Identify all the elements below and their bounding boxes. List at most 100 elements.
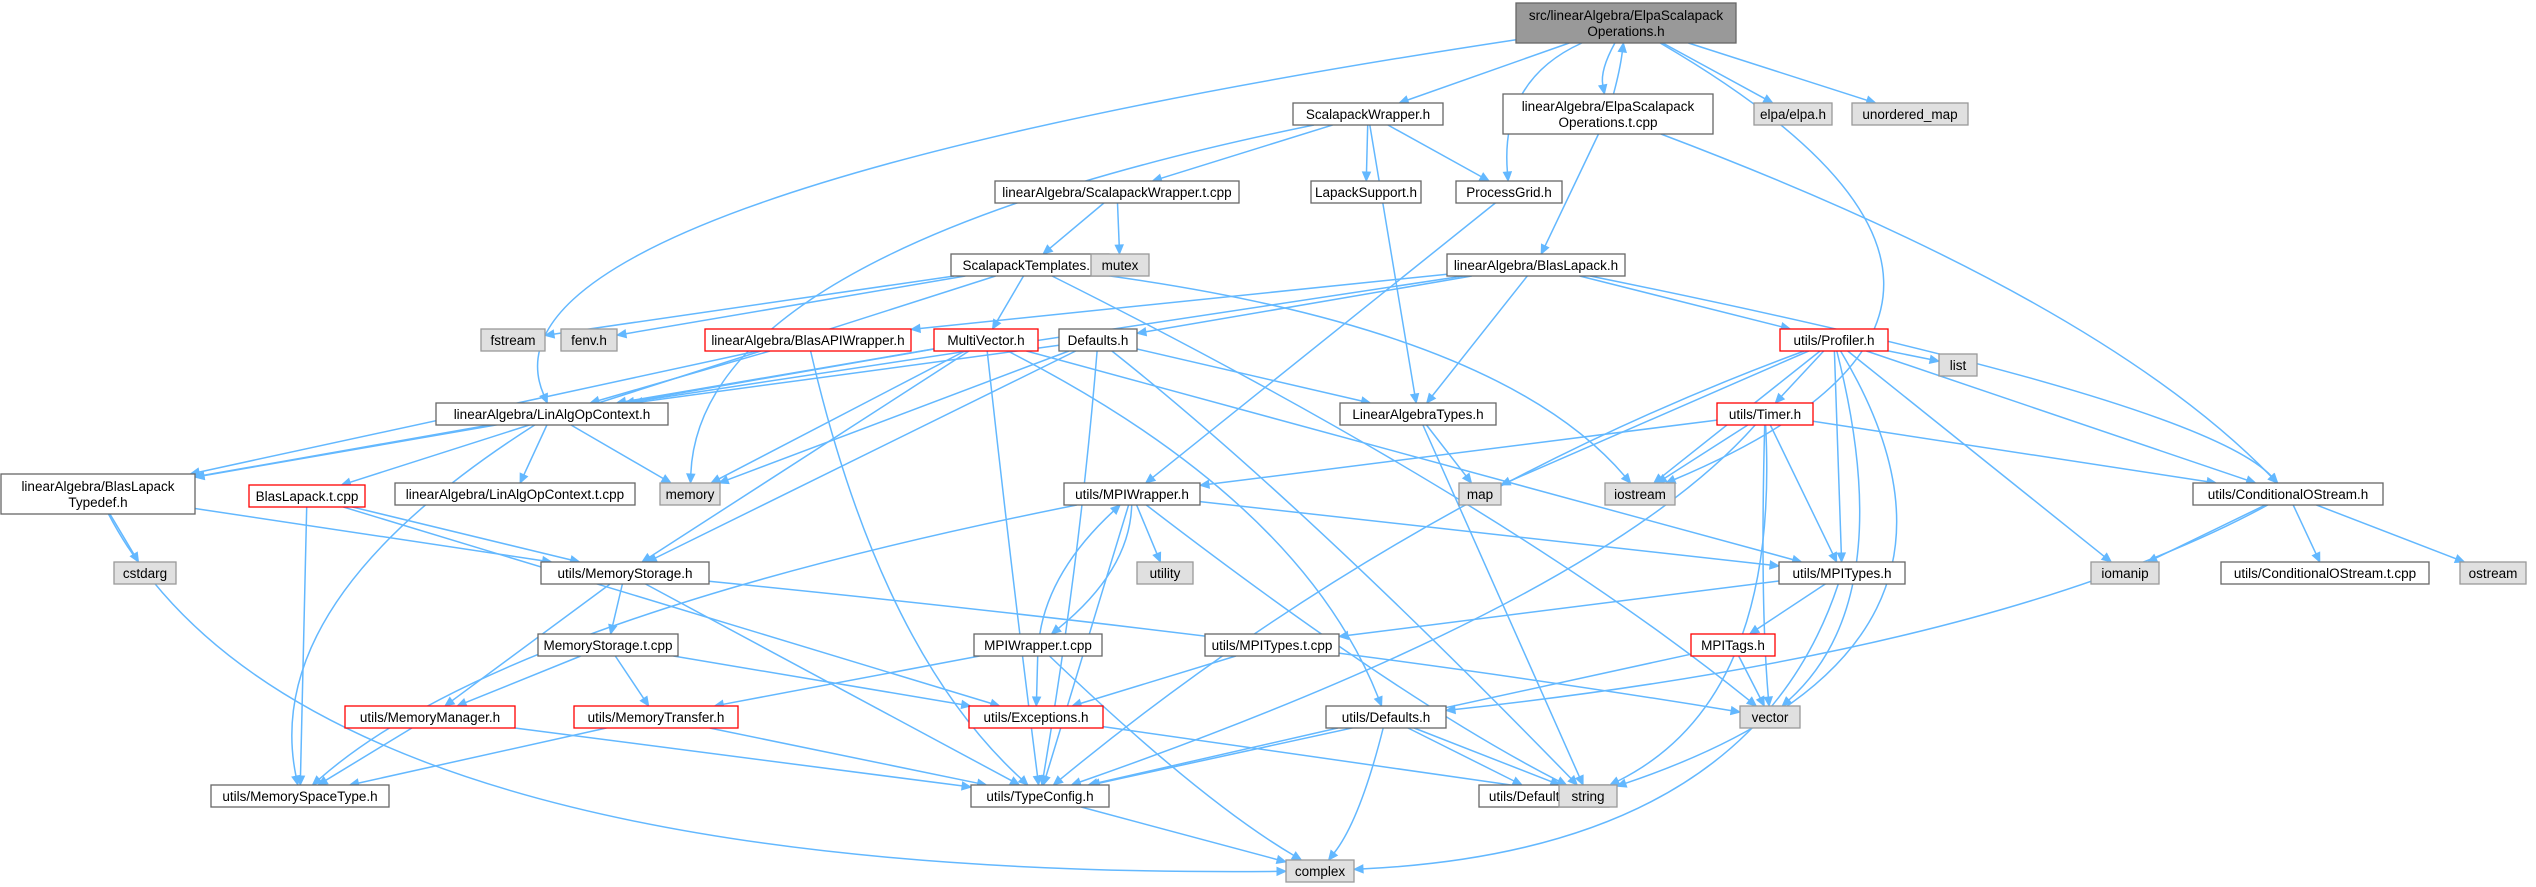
node-cond_ostream_h[interactable]: utils/ConditionalOStream.h (2192, 482, 2384, 506)
edge-line (1407, 42, 1570, 101)
node-utils_defaults_h[interactable]: utils/Defaults.h (1325, 705, 1447, 729)
edge-scalapack_wrapper_tcpp-to-mutex (1114, 202, 1124, 256)
edge-blaslapack_h-to-defaults_h (1135, 275, 1472, 337)
node-lapack_support_h[interactable]: LapackSupport.h (1310, 180, 1422, 204)
edge-arrowhead (961, 781, 973, 791)
edge-arrowhead (1615, 778, 1628, 788)
edge-line (614, 655, 645, 699)
edge-process_grid_h-to-mpi_wrapper_h (1144, 202, 1496, 484)
node-label: Operations.t.cpp (1558, 115, 1657, 130)
node-multivector_h[interactable]: MultiVector.h (933, 328, 1039, 352)
node-memory_manager_h[interactable]: utils/MemoryManager.h (344, 705, 516, 729)
edge-blaslapack_typedef_h-to-complex (107, 513, 1288, 877)
node-box (1446, 253, 1626, 277)
edge-defaults_h-to-memory (717, 350, 1070, 485)
node-label: MPITags.h (1701, 638, 1765, 653)
edge-arrowhead (960, 699, 972, 710)
edge-arrowhead (1050, 624, 1062, 635)
node-linalg_opcontext_h[interactable]: linearAlgebra/LinAlgOpContext.h (435, 402, 669, 426)
edge-profiler_h-to-type_config_h (1052, 350, 1805, 786)
edge-linalg_opcontext_h-to-memory (570, 424, 673, 484)
node-box (1292, 102, 1444, 126)
edge-line (1369, 124, 1416, 395)
node-box (1458, 482, 1502, 506)
node-profiler_h[interactable]: utils/Profiler.h (1779, 328, 1889, 352)
node-mpi_wrapper_tcpp[interactable]: MPIWrapper.t.cpp (973, 633, 1103, 657)
node-label: Operations.h (1587, 24, 1664, 39)
edge-line (1780, 350, 1825, 397)
node-mpi_types_h[interactable]: utils/MPITypes.h (1778, 561, 1906, 585)
node-label: utils/MemoryTransfer.h (588, 710, 725, 725)
edge-line (1102, 725, 1551, 792)
edge-scalapack_templates_h-to-iostream (1108, 275, 1632, 484)
edge-arrowhead (1052, 775, 1064, 786)
edge-arrowhead (1373, 695, 1383, 708)
node-label: utils/Profiler.h (1793, 333, 1874, 348)
node-box (994, 180, 1240, 204)
edge-line (1079, 424, 1756, 783)
node-mpi_wrapper_h[interactable]: utils/MPIWrapper.h (1063, 482, 1201, 506)
node-scalapack_wrapper_tcpp[interactable]: linearAlgebra/ScalapackWrapper.t.cpp (994, 180, 1240, 204)
node-linalg_types_h[interactable]: LinearAlgebraTypes.h (1339, 402, 1497, 426)
node-scalapack_wrapper_h[interactable]: ScalapackWrapper.h (1292, 102, 1444, 126)
node-elpa_ops_tcpp[interactable]: linearAlgebra/ElpaScalapackOperations.t.… (1502, 93, 1714, 135)
node-linalg_opcontext_tcpp[interactable]: linearAlgebra/LinAlgOpContext.t.cpp (394, 482, 636, 506)
node-label: ScalapackTemplates.h (962, 258, 1097, 273)
edge-mpi_wrapper_tcpp-to-exceptions_h (1031, 655, 1042, 708)
node-timer_h[interactable]: utils/Timer.h (1716, 402, 1814, 426)
edge-defaults_h-to-linalg_opcontext_h (631, 344, 1060, 407)
node-memory: memory (659, 482, 721, 506)
node-mpi_types_tcpp[interactable]: utils/MPITypes.t.cpp (1204, 633, 1340, 657)
edge-cond_ostream_h-to-ostream (2316, 504, 2466, 564)
edge-line (1544, 133, 1600, 247)
edge-mpi_wrapper_h-to-memory_space_type_h (311, 504, 1077, 786)
edge-mpi_wrapper_h-to-utility (1135, 504, 1162, 564)
edge-arrowhead (1198, 479, 1210, 489)
edge-arrowhead (1781, 696, 1793, 707)
node-root[interactable]: src/linearAlgebra/ElpaScalapackOperation… (1515, 2, 1737, 44)
edge-line (1579, 275, 1782, 328)
node-box (480, 328, 546, 352)
edge-mpi_wrapper_h-to-mpi_types_h (1199, 500, 1781, 570)
node-process_grid_h[interactable]: ProcessGrid.h (1455, 180, 1563, 204)
node-cond_ostream_tcpp[interactable]: utils/ConditionalOStream.t.cpp (2220, 561, 2430, 585)
node-box (1938, 353, 1978, 377)
node-mpi_tags_h[interactable]: MPITags.h (1690, 633, 1776, 657)
node-box (1515, 2, 1737, 44)
node-memory_space_type_h[interactable]: utils/MemorySpaceType.h (210, 784, 390, 808)
node-label: linearAlgebra/BlasAPIWrapper.h (711, 333, 904, 348)
node-scalapack_templates_h[interactable]: ScalapackTemplates.h (950, 253, 1110, 277)
node-blaslapack_h[interactable]: linearAlgebra/BlasLapack.h (1446, 253, 1626, 277)
node-box (2192, 482, 2384, 506)
edge-arrowhead (686, 473, 696, 485)
edge-arrowhead (443, 696, 456, 707)
node-box (210, 784, 390, 808)
edge-line (1035, 655, 1039, 698)
node-label: ProcessGrid.h (1466, 185, 1552, 200)
node-box (1058, 328, 1138, 352)
node-memory_transfer_h[interactable]: utils/MemoryTransfer.h (573, 705, 739, 729)
edge-line (1664, 424, 1749, 479)
node-defaults_h[interactable]: Defaults.h (1058, 328, 1138, 352)
edge-arrowhead (456, 697, 468, 707)
node-complex: complex (1285, 859, 1355, 883)
edge-line (194, 507, 543, 562)
node-box (933, 328, 1039, 352)
node-box (2459, 561, 2527, 585)
node-exceptions_h[interactable]: utils/Exceptions.h (968, 705, 1104, 729)
edge-arrowhead (519, 472, 529, 485)
node-memory_storage_h[interactable]: utils/MemoryStorage.h (540, 561, 710, 585)
node-memory_storage_tcpp[interactable]: MemoryStorage.t.cpp (537, 633, 679, 657)
node-type_config_h[interactable]: utils/TypeConfig.h (970, 784, 1110, 808)
node-label: utils/MemoryStorage.h (557, 566, 692, 581)
node-blasapi_wrapper_h[interactable]: linearAlgebra/BlasAPIWrapper.h (704, 328, 912, 352)
edge-line (1812, 420, 2208, 483)
edge-scalapack_templates_h-to-fstream (543, 275, 955, 339)
edge-arrowhead (1017, 775, 1029, 786)
node-blaslapack_tcpp[interactable]: BlasLapack.t.cpp (248, 484, 366, 508)
edge-scalapack_wrapper_h-to-lapack_support_h (1361, 124, 1372, 183)
edge-arrowhead (909, 323, 921, 334)
node-label: unordered_map (1862, 107, 1957, 122)
edge-line (1738, 655, 1761, 699)
